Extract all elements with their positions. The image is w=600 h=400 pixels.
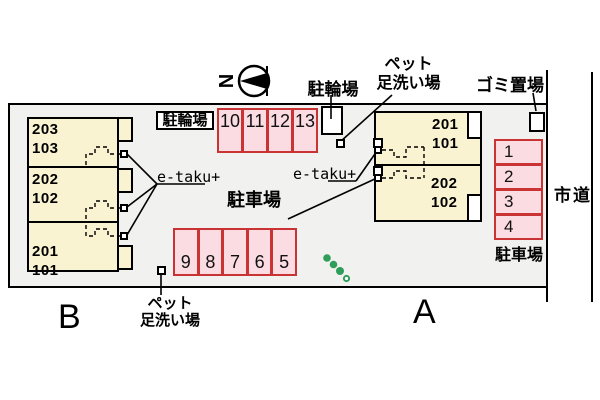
car-spot-7: 7 [222,228,248,276]
spot-number: 7 [229,252,240,272]
bike-spot-13: 13 [292,108,318,153]
room-number: 102 [431,194,458,211]
bike-spot-11: 11 [242,108,268,153]
label-text: 駐輪場 [162,112,208,129]
room-label-b2: 202 102 [32,170,59,208]
room-number: 102 [32,190,59,207]
bike-spot-12: 12 [267,108,293,153]
garbage-label: ゴミ置場 [471,71,549,96]
spot-number: 12 [269,111,291,131]
room-label-b1: 203 103 [32,120,59,158]
car-spot-5: 5 [271,228,297,276]
spot-number: 1 [504,142,514,161]
car-spot-8: 8 [197,228,224,276]
north-arrow-icon [237,64,271,98]
car-spot-6: 6 [246,228,273,276]
car-spot-2: 2 [494,164,543,190]
car-spot-1: 1 [494,139,543,165]
room-label-b3: 201 101 [32,242,59,280]
bike-parking-label-boxed: 駐輪場 [156,111,214,130]
building-a-letter: A [413,293,436,331]
spot-number: 13 [294,111,316,131]
room-number: 202 [32,171,59,188]
pet-wash-bottom-label: ペット 足洗い場 [128,295,212,329]
building-a [374,111,482,222]
room-label-a1: 201 101 [432,115,459,153]
spot-number: 3 [504,192,514,211]
building-b-letter: B [58,298,81,336]
building-b-balcony-3 [117,245,133,270]
spot-number: 9 [180,252,191,272]
label-text: ペット [147,295,193,312]
etaku-right-label: e-taku+ [293,165,357,183]
building-a-stairwell-1 [467,111,482,139]
parking-right-label: 駐車場 [491,241,547,265]
building-b-balcony-1 [117,117,133,142]
room-number: 202 [431,175,458,192]
etaku-terminal-icon [120,150,128,158]
bike-parking-top-area [321,106,343,135]
road-label: 市道 [554,186,592,205]
etaku-terminal-icon [120,204,128,212]
room-label-a2: 202 102 [431,174,458,212]
room-number: 201 [432,116,459,133]
room-number: 201 [32,243,59,260]
building-a-stairwell-2 [467,194,482,222]
bike-parking-top-label: 駐輪場 [302,75,364,100]
garbage-area [529,112,545,132]
building-b [27,117,119,272]
room-number: 203 [32,121,59,138]
label-text: 駐輪場 [307,80,359,99]
spot-number: 2 [504,167,514,186]
spot-number: 11 [245,111,265,131]
etaku-terminal-icon [120,232,128,240]
building-b-balcony-2 [117,168,133,193]
label-text: ゴミ置場 [476,76,544,95]
parking-center-label: 駐車場 [217,186,291,212]
room-number: 101 [32,262,59,279]
etaku-left-label: e-taku+ [157,168,221,186]
label-text: 足洗い場 [376,75,441,92]
etaku-terminal-icon [374,146,382,154]
room-number: 101 [432,135,459,152]
spot-number: 8 [205,252,216,272]
pet-wash-top-label: ペット 足洗い場 [370,55,447,93]
bike-spot-10: 10 [217,108,243,153]
room-number: 103 [32,140,59,157]
label-text: 駐車場 [494,247,543,264]
spot-number: 5 [279,252,290,272]
label-text: 足洗い場 [139,312,200,329]
spot-number: 10 [219,111,241,131]
spot-number: 6 [254,252,265,272]
label-text: ペット [384,56,433,73]
car-spot-9: 9 [173,228,199,276]
etaku-terminal-icon [374,174,382,182]
label-text: 駐車場 [227,190,281,210]
pet-wash-bottom-station [157,266,166,275]
north-label: N [216,73,238,89]
car-spot-3: 3 [494,189,543,215]
pet-wash-top-station [336,139,345,148]
car-spot-4: 4 [494,214,543,240]
spot-number: 4 [504,217,514,236]
